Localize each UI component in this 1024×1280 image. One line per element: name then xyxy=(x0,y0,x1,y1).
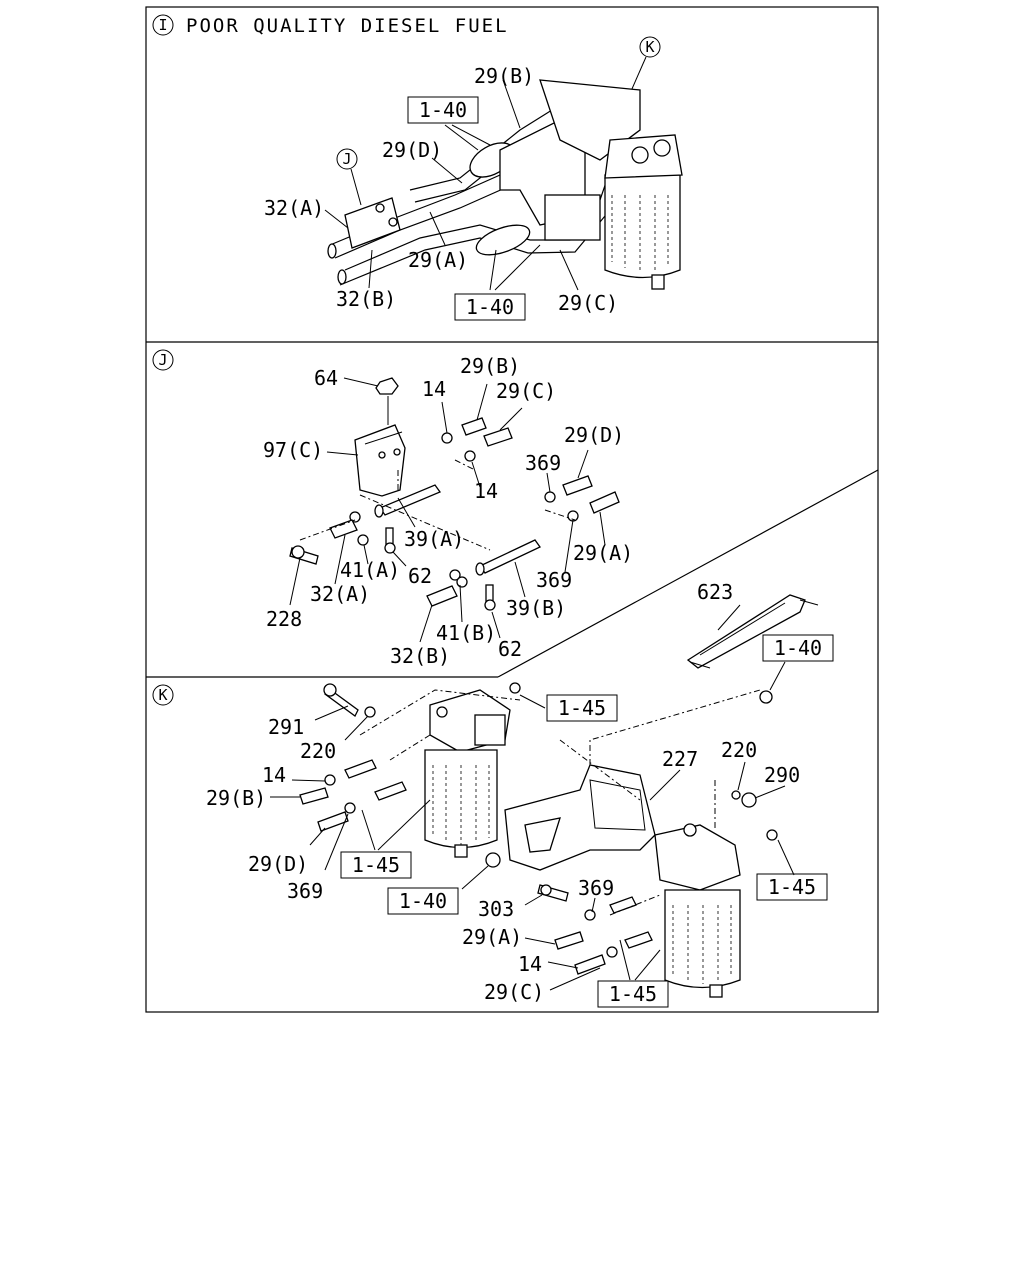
label-29b: 29(B) xyxy=(460,354,520,378)
label-39b: 39(B) xyxy=(506,596,566,620)
label-29d: 29(D) xyxy=(382,138,442,162)
callout-j-circle xyxy=(336,148,358,170)
ref-box xyxy=(762,634,834,662)
label-29c: 29(C) xyxy=(496,379,556,403)
label-14: 14 xyxy=(422,377,446,401)
label-41a: 41(A) xyxy=(340,558,400,582)
label-291: 291 xyxy=(268,715,304,739)
filter-assembly-illustration xyxy=(327,79,683,290)
label-29d: 29(D) xyxy=(564,423,624,447)
label-29a: 29(A) xyxy=(462,925,522,949)
label-29d: 29(D) xyxy=(248,852,308,876)
ref-1-40: 1-40 xyxy=(466,295,514,319)
section-i-marker: I xyxy=(158,16,167,34)
ref-1-45: 1-45 xyxy=(768,875,816,899)
ref-box xyxy=(756,873,828,901)
label-64: 64 xyxy=(314,366,338,390)
label-14: 14 xyxy=(474,479,498,503)
section-i-title: POOR QUALITY DIESEL FUEL xyxy=(186,15,509,37)
label-39a: 39(A) xyxy=(404,527,464,551)
label-220: 220 xyxy=(300,739,336,763)
section-k-marker-circle xyxy=(152,684,174,706)
section-j-marker: J xyxy=(158,351,167,369)
label-369: 369 xyxy=(525,451,561,475)
label-303: 303 xyxy=(478,897,514,921)
filter-mounting-illustration xyxy=(299,594,819,998)
bracket-exploded-illustration xyxy=(289,377,620,611)
ref-box xyxy=(340,851,412,879)
ref-box xyxy=(454,293,526,321)
section-k-marker: K xyxy=(158,686,167,704)
callout-k: K xyxy=(645,38,654,56)
section-k: K xyxy=(152,580,834,1008)
label-32a: 32(A) xyxy=(310,582,370,606)
ref-box xyxy=(387,887,459,915)
ref-1-40: 1-40 xyxy=(774,636,822,660)
label-29a: 29(A) xyxy=(573,541,633,565)
label-228: 228 xyxy=(266,607,302,631)
callout-k-circle xyxy=(639,36,661,58)
callout-j: J xyxy=(342,150,351,168)
label-369: 369 xyxy=(536,568,572,592)
label-97c: 97(C) xyxy=(263,438,323,462)
ref-1-45: 1-45 xyxy=(558,696,606,720)
label-62: 62 xyxy=(408,564,432,588)
label-29c: 29(C) xyxy=(558,291,618,315)
label-14: 14 xyxy=(518,952,542,976)
label-29b: 29(B) xyxy=(206,786,266,810)
label-29c: 29(C) xyxy=(484,980,544,1004)
label-220: 220 xyxy=(721,738,757,762)
ref-box xyxy=(407,96,479,124)
ref-1-45: 1-45 xyxy=(609,982,657,1006)
ref-box xyxy=(546,694,618,722)
section-divider-diagonal xyxy=(497,469,879,678)
label-32b: 32(B) xyxy=(336,287,396,311)
label-227: 227 xyxy=(662,747,698,771)
label-32a: 32(A) xyxy=(264,196,324,220)
label-29b: 29(B) xyxy=(474,64,534,88)
section-j: J xyxy=(152,349,633,668)
ref-box xyxy=(597,980,669,1008)
label-369: 369 xyxy=(287,879,323,903)
label-29a: 29(A) xyxy=(408,248,468,272)
label-623: 623 xyxy=(697,580,733,604)
ref-1-40: 1-40 xyxy=(419,98,467,122)
section-i-marker-circle xyxy=(152,14,174,36)
ref-1-40: 1-40 xyxy=(399,889,447,913)
ref-1-45: 1-45 xyxy=(352,853,400,877)
label-14: 14 xyxy=(262,763,286,787)
label-62: 62 xyxy=(498,637,522,661)
section-i: I POOR QUALITY DIESEL FUEL J K xyxy=(152,14,683,321)
label-41b: 41(B) xyxy=(436,621,496,645)
diagram-frame xyxy=(145,6,879,1013)
section-j-marker-circle xyxy=(152,349,174,371)
label-290: 290 xyxy=(764,763,800,787)
label-369: 369 xyxy=(578,876,614,900)
label-32b: 32(B) xyxy=(390,644,450,668)
